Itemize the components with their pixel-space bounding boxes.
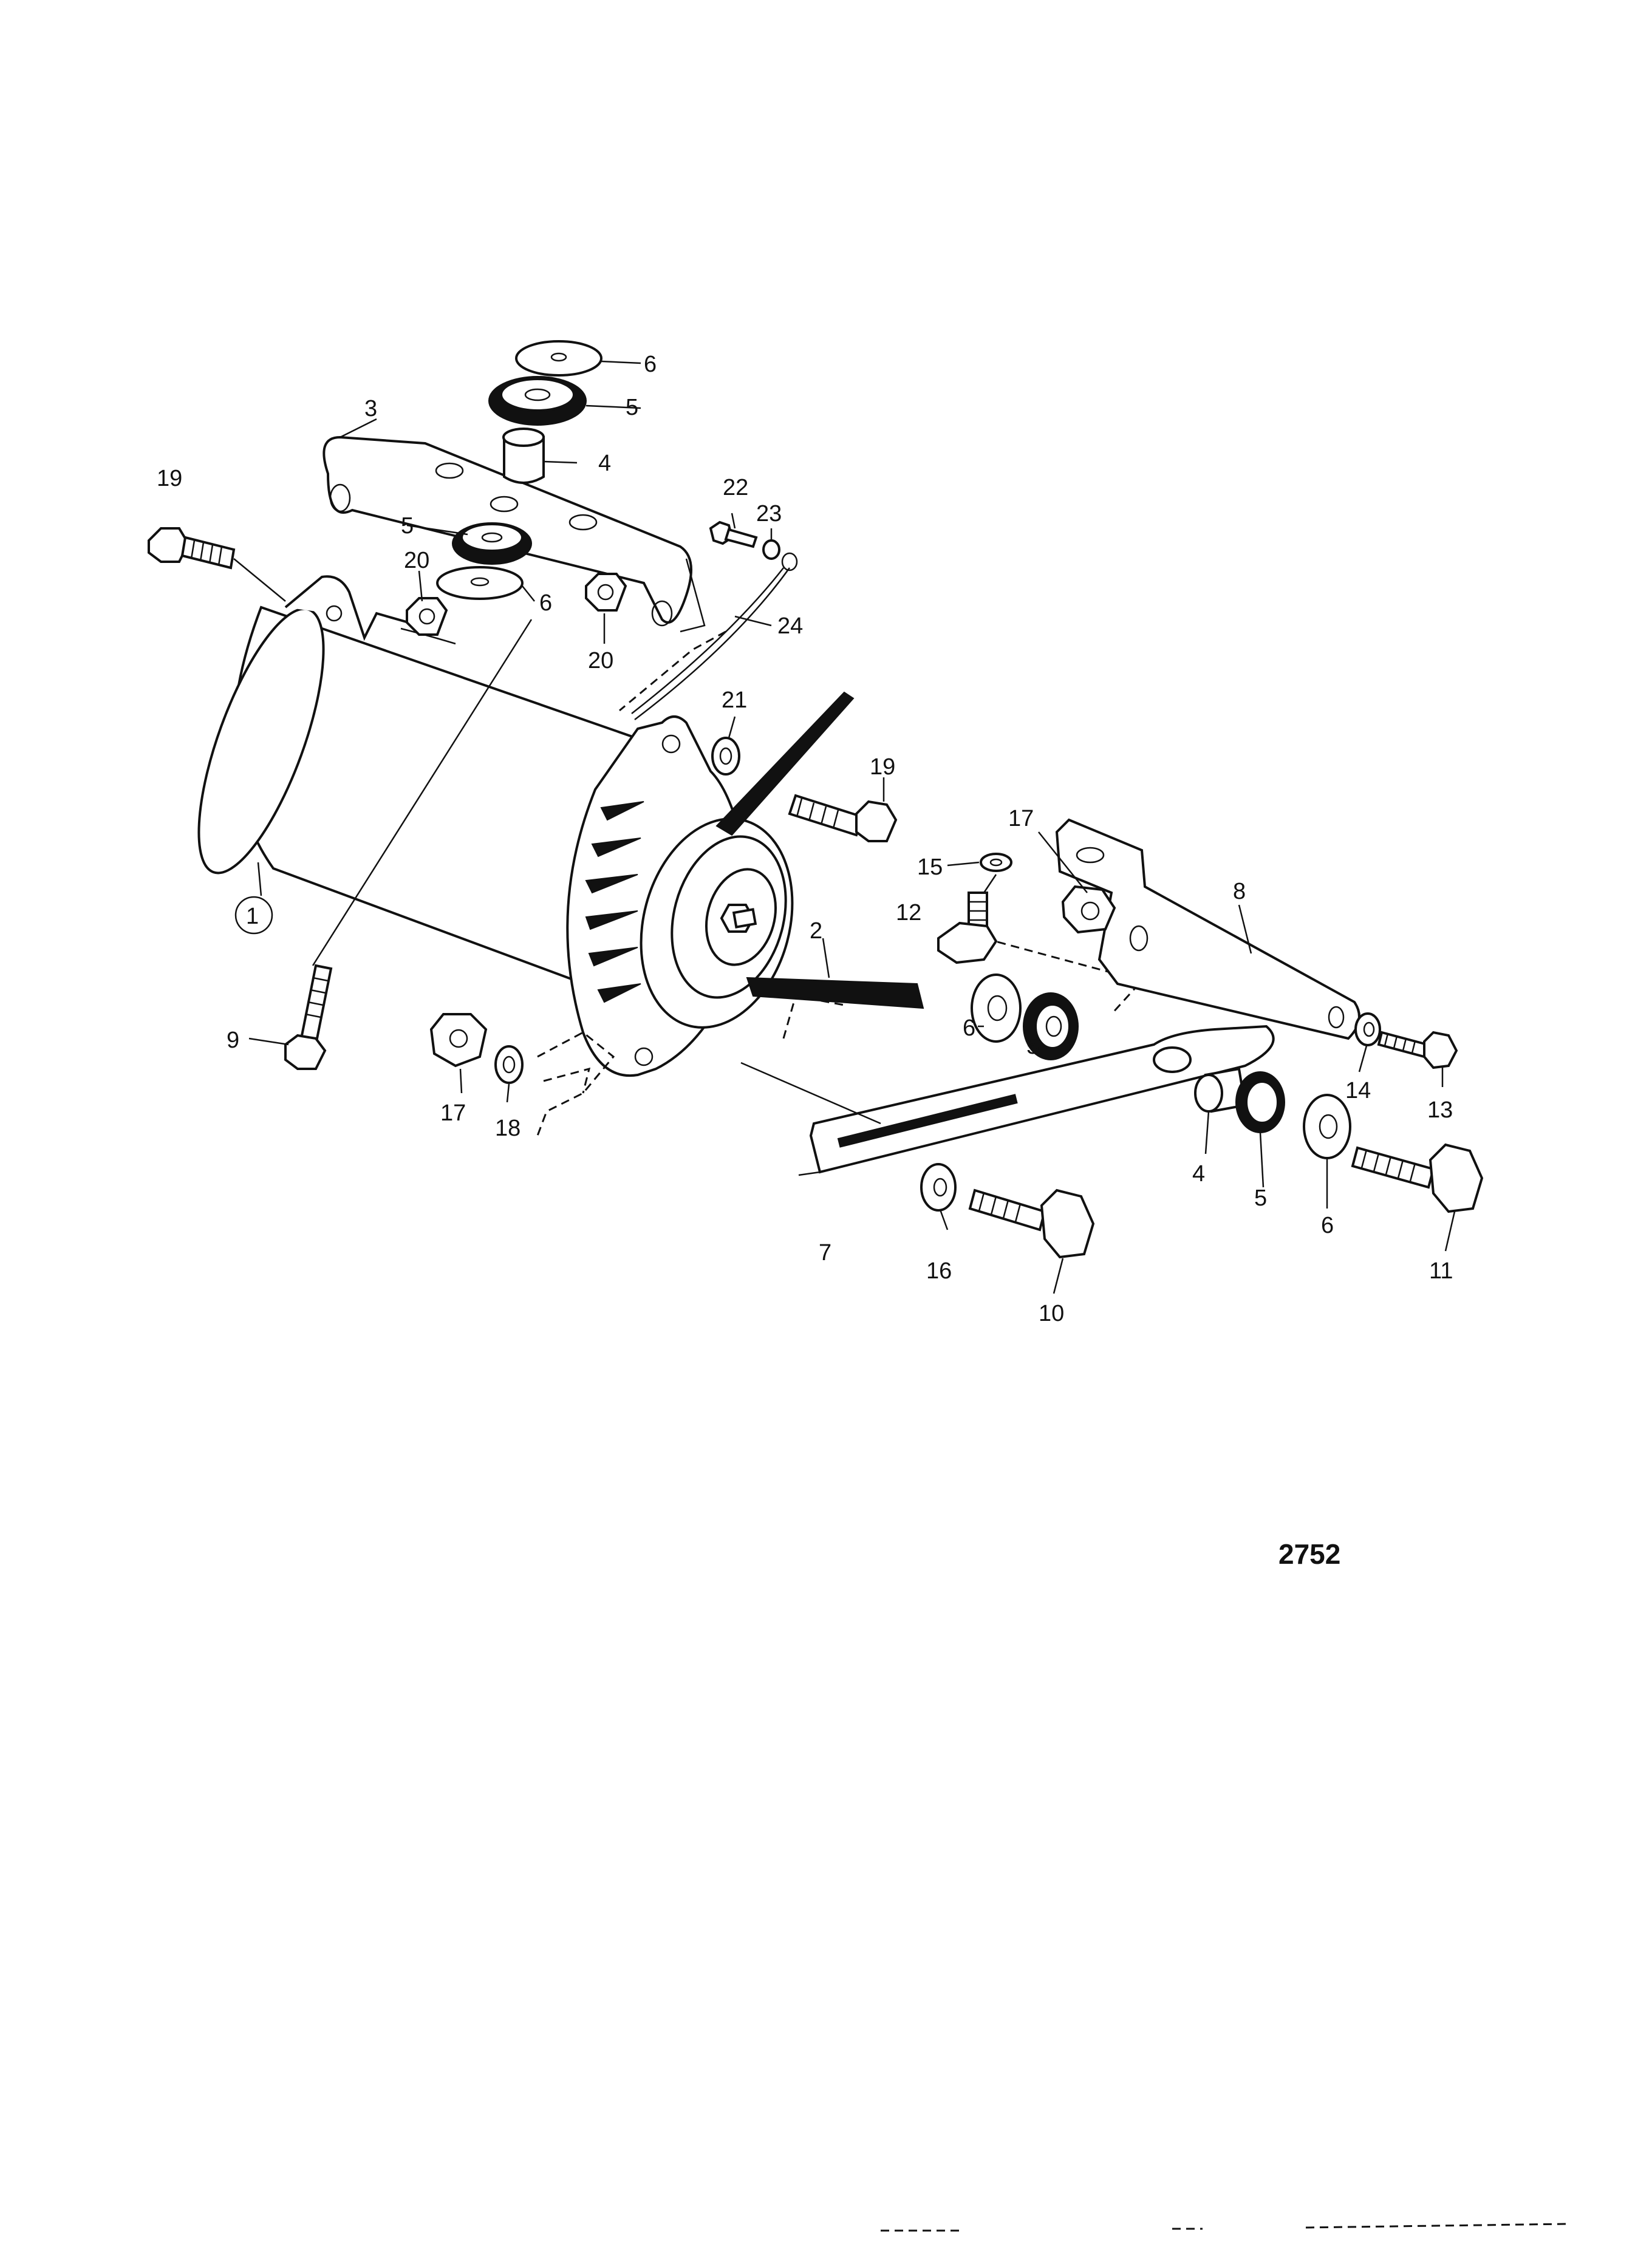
callout-14: 14 [1345,1078,1371,1103]
leader-lines [233,360,1456,1294]
callout-4b: 4 [1192,1161,1205,1187]
callout-6c: 6 [963,1015,975,1041]
bolt-19-right [788,794,898,842]
callout-12: 12 [896,900,921,926]
washer-16 [920,1163,957,1212]
cooling-fins [585,801,644,1003]
callout-19a: 19 [157,466,182,491]
callout-10: 10 [1039,1301,1064,1326]
washer-14 [1354,1012,1381,1046]
dashed-guide-lines [536,630,1144,1136]
callout-8: 8 [1233,879,1246,904]
washer-15 [980,853,1012,872]
callout-5a: 5 [626,395,638,420]
nut-17-right [1061,885,1116,934]
scan-edge-marks [881,2223,1568,2232]
callout-22: 22 [723,475,748,500]
callout-1: 1 [246,904,259,929]
washer-23 [762,539,780,560]
callout-6b: 6 [539,590,552,616]
callout-6a: 6 [644,352,657,377]
bolt-10 [968,1188,1095,1259]
callout-6d: 6 [1321,1213,1334,1238]
bolt-11 [1351,1143,1484,1213]
callout-4a: 4 [598,451,611,476]
callout-7: 7 [819,1240,831,1266]
figure-number: 2752 [1278,1538,1340,1570]
callout-16: 16 [926,1258,952,1284]
washer-18 [494,1045,524,1084]
callout-labels: 1 2 3 4 4 5 5 5 5 6 6 6 6 7 8 9 10 11 12… [157,352,1453,1326]
callout-21: 21 [722,687,747,713]
lower-bush-stack-right [1194,1067,1351,1159]
bolt-9 [284,964,333,1070]
bolt-19-upper [148,527,236,570]
callout-19b: 19 [870,754,895,780]
bolt-13 [1377,1031,1458,1069]
callout-2: 2 [810,918,822,944]
callout-5d: 5 [1254,1185,1267,1211]
lower-bush-stack-left [971,973,1079,1060]
washer-21 [711,737,740,776]
callout-23: 23 [756,501,782,527]
callout-11: 11 [1429,1258,1453,1284]
callout-13: 13 [1427,1097,1453,1123]
callout-9: 9 [227,1028,239,1053]
screw-22 [709,520,758,548]
nut-20-right [585,573,627,612]
screw-12 [937,892,998,964]
nut-20-left [406,597,448,636]
callout-3: 3 [364,396,377,421]
pulley [640,817,794,1029]
callout-20b: 20 [588,648,613,673]
upper-bush-stack [436,340,602,600]
drive-belt [715,691,924,1009]
callout-20a: 20 [404,548,429,573]
earth-lead-24 [631,552,798,720]
callout-17b: 17 [440,1100,466,1126]
callout-5b: 5 [401,513,414,539]
nut-17-lower [429,1013,488,1068]
callout-17a: 17 [1008,806,1034,831]
callout-1-circle [234,896,273,935]
callout-24: 24 [777,613,803,639]
callout-15: 15 [917,854,943,880]
adjusting-arm [809,1025,1275,1174]
callout-18: 18 [495,1116,521,1141]
callout-5c: 5 [1026,1034,1039,1059]
